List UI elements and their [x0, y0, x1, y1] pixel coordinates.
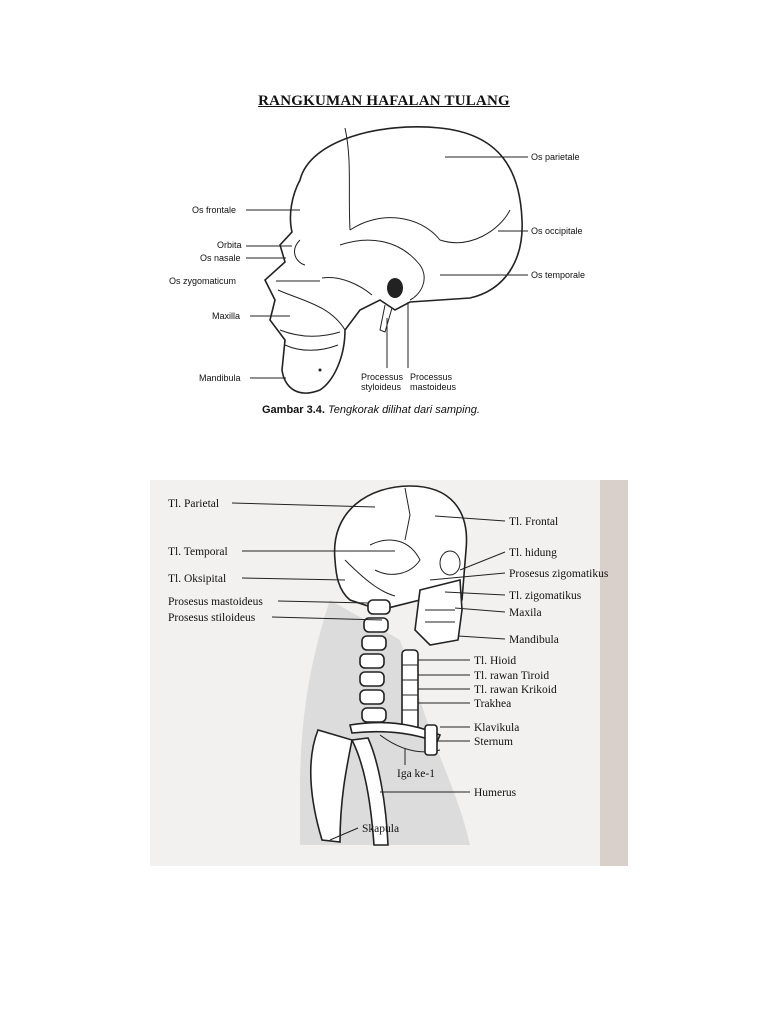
- head-neck-figure: Tl. Parietal Tl. Temporal Tl. Oksipital …: [150, 480, 628, 866]
- humerus: [350, 737, 389, 846]
- label-prosesus-zigomatikus: Prosesus zigomatikus: [509, 568, 609, 580]
- label-os-nasale: Os nasale: [200, 253, 241, 263]
- label-os-occipitale: Os occipitale: [531, 226, 583, 236]
- label-tl-hidung: Tl. hidung: [509, 547, 557, 559]
- label-trakhea: Trakhea: [474, 698, 511, 710]
- figure-caption: Gambar 3.4. Tengkorak dilihat dari sampi…: [262, 404, 480, 416]
- scapula: [310, 729, 353, 843]
- label-os-temporale: Os temporale: [531, 270, 585, 280]
- label-mandibula: Mandibula: [199, 373, 241, 383]
- label-maxilla: Maxilla: [212, 311, 240, 321]
- label-os-parietale: Os parietale: [531, 152, 580, 162]
- skull-outline: [264, 126, 523, 394]
- label-klavikula: Klavikula: [474, 722, 519, 734]
- label-tl-temporal: Tl. Temporal: [168, 546, 228, 558]
- sternum: [424, 724, 438, 756]
- label-tl-hioid: Tl. Hioid: [474, 655, 516, 667]
- caption-text: Tengkorak dilihat dari samping.: [328, 404, 480, 416]
- label-tl-frontal: Tl. Frontal: [509, 516, 558, 528]
- page-edge-shadow: [600, 480, 628, 866]
- caption-number: Gambar 3.4: [262, 404, 322, 416]
- skull-lateral-figure: Os frontale Orbita Os nasale Os zygomati…: [169, 126, 585, 394]
- label-mandibula: Mandibula: [509, 634, 559, 646]
- label-tl-rawan-krikoid: Tl. rawan Krikoid: [474, 684, 557, 696]
- label-prosesus-mastoideus: Prosesus mastoideus: [168, 596, 263, 608]
- cervical-vertebrae: [359, 599, 391, 723]
- ear-canal: [387, 278, 403, 298]
- label-humerus: Humerus: [474, 787, 517, 799]
- label-skapula: Skapula: [362, 823, 399, 835]
- label-tl-rawan-tiroid: Tl. rawan Tiroid: [474, 670, 549, 682]
- label-maxila: Maxila: [509, 607, 542, 619]
- label-sternum: Sternum: [474, 736, 513, 748]
- label-tl-parietal: Tl. Parietal: [168, 498, 219, 510]
- trachea: [401, 649, 419, 731]
- label-orbita: Orbita: [217, 240, 242, 250]
- label-tl-oksipital: Tl. Oksipital: [168, 573, 226, 585]
- page-title: RANGKUMAN HAFALAN TULANG: [258, 93, 510, 109]
- label-tl-zigomatikus: Tl. zigomatikus: [509, 590, 582, 602]
- label-os-frontale: Os frontale: [192, 205, 236, 215]
- label-iga-ke-1: Iga ke-1: [397, 768, 435, 780]
- face: [414, 578, 463, 646]
- label-prosesus-stiloideus: Prosesus stiloideus: [168, 612, 256, 624]
- cranium: [333, 485, 468, 611]
- label-os-zygomaticum: Os zygomaticum: [169, 276, 236, 286]
